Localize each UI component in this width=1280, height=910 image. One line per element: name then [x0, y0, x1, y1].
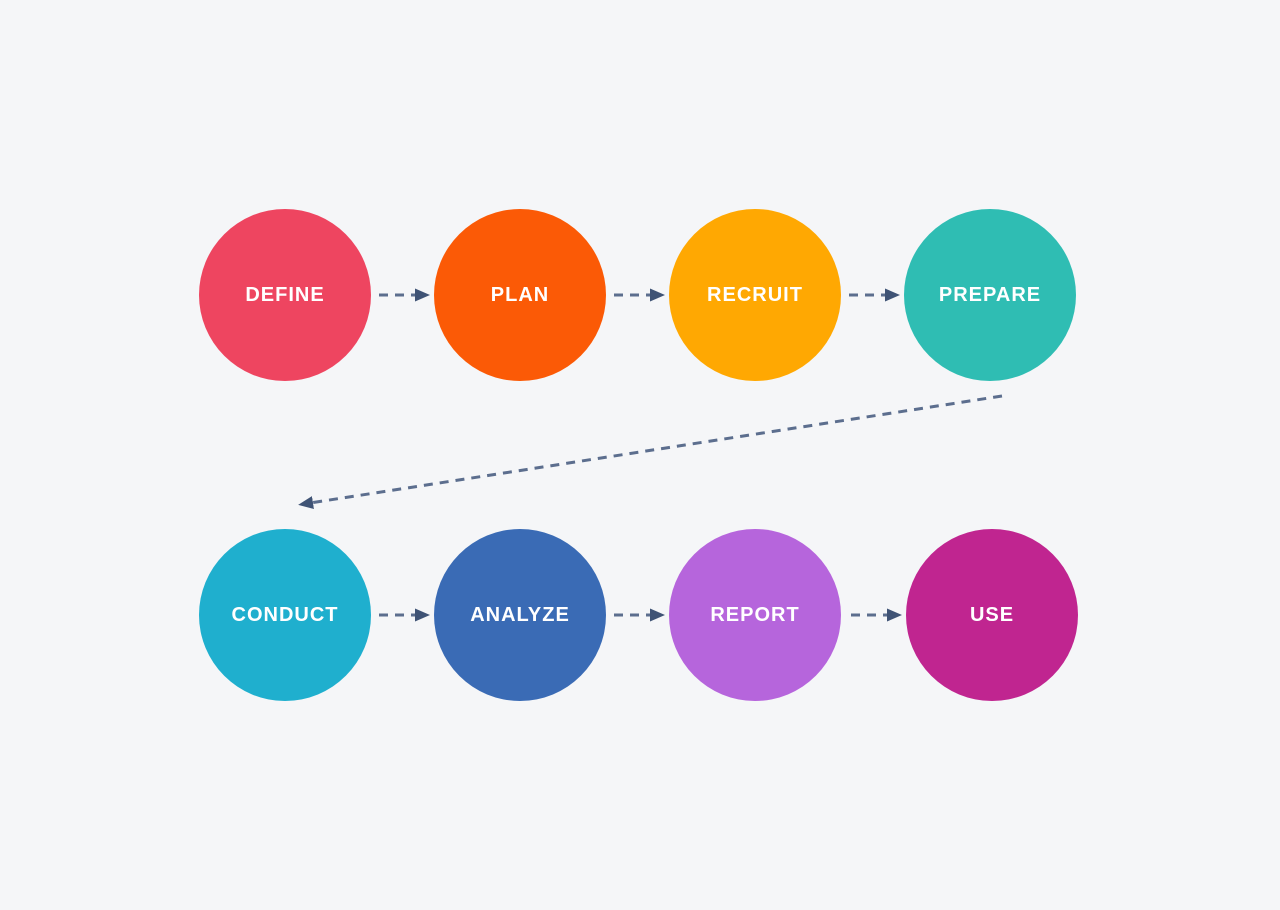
stage-label-prepare: PREPARE [938, 283, 1042, 306]
stage-circle-analyze: ANALYZE [434, 529, 606, 701]
stage-circle-recruit: RECRUIT [669, 209, 841, 381]
stage-label-conduct: CONDUCT [231, 603, 339, 626]
stage-circle-conduct: CONDUCT [199, 529, 371, 701]
stage-circle-plan: PLAN [434, 209, 606, 381]
stage-label-use: USE [969, 603, 1015, 626]
stage-label-report: REPORT [710, 603, 800, 626]
stage-label-define: DEFINE [245, 283, 325, 306]
stage-label-recruit: RECRUIT [707, 283, 803, 306]
stage-circle-define: DEFINE [199, 209, 371, 381]
stage-label-analyze: ANALYZE [470, 603, 570, 626]
stage-label-plan: PLAN [490, 283, 550, 306]
stage-circle-prepare: PREPARE [904, 209, 1076, 381]
arrow-prepare-to-conduct [298, 394, 1003, 509]
stage-circle-report: REPORT [669, 529, 841, 701]
stage-circle-use: USE [906, 529, 1078, 701]
